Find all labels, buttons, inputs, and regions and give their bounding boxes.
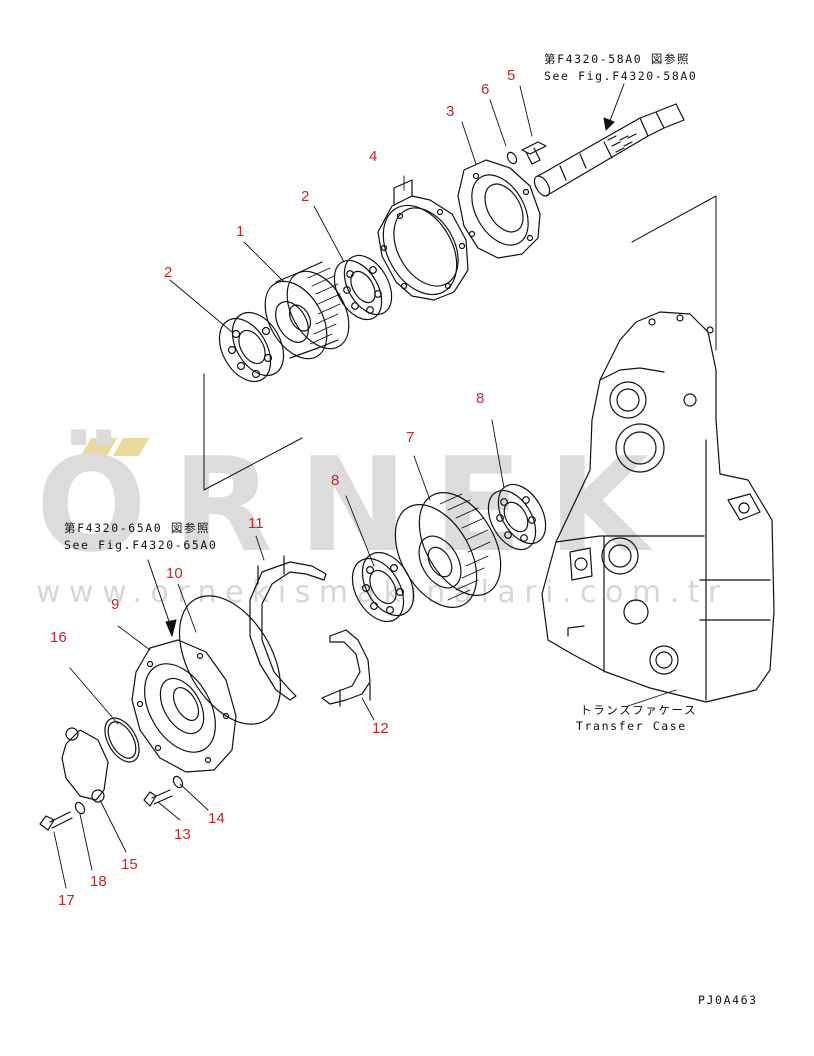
part-8-bearing-upper (487, 483, 547, 551)
reference-arrow-shaft (603, 83, 625, 131)
callout-10: 10 (166, 565, 183, 582)
cover-reference-jp: 第F4320-65A0 図参照 (64, 521, 211, 535)
part-6-washer (506, 151, 518, 165)
callout-8-upper: 8 (476, 390, 485, 407)
callout-2-upper: 2 (301, 188, 310, 205)
part-14-washer (172, 775, 184, 789)
callout-3: 3 (446, 103, 455, 120)
shaft-reference-jp: 第F4320-58A0 図参照 (544, 52, 691, 66)
callout-12: 12 (372, 720, 389, 737)
part-4-retainer (377, 179, 469, 301)
callout-5: 5 (507, 67, 516, 84)
callout-15: 15 (121, 856, 138, 873)
callout-8-lower: 8 (331, 472, 340, 489)
part-16-o-ring (104, 717, 140, 763)
shaft-reference-en: See Fig.F4320-58A0 (544, 69, 698, 83)
part-12-shim (321, 629, 371, 707)
output-shaft (533, 103, 685, 197)
part-8-bearing-lower (351, 551, 415, 623)
watermark-logo: ÖRNEK (36, 429, 675, 581)
assembly-name-jp: トランスファケース (580, 703, 698, 717)
callout-7: 7 (406, 429, 415, 446)
part-2-bearing-left (218, 311, 285, 383)
callout-16: 16 (50, 629, 67, 646)
part-3-cover (457, 159, 541, 259)
part-5-bolt (521, 141, 547, 165)
callout-6: 6 (481, 81, 490, 98)
part-9-end-cover (131, 639, 237, 773)
part-18-washer (74, 801, 86, 815)
watermark-url: www.ornekismakinalari.com.tr (36, 575, 729, 610)
callout-18: 18 (90, 873, 107, 890)
callout-14: 14 (208, 810, 225, 827)
callout-17: 17 (58, 892, 75, 909)
callout-9: 9 (111, 596, 120, 613)
part-2-bearing-upper (333, 254, 393, 321)
part-13-bolt (143, 789, 173, 807)
reference-arrow (147, 559, 177, 637)
cover-reference-en: See Fig.F4320-65A0 (64, 538, 218, 552)
part-1-gear (264, 261, 350, 360)
leader-lines (53, 85, 533, 889)
part-10-o-ring (178, 595, 282, 725)
callout-4: 4 (369, 148, 378, 165)
cover-plate (61, 727, 109, 803)
callout-1: 1 (236, 223, 245, 240)
callout-2-left: 2 (164, 264, 173, 281)
assembly-lines (203, 195, 717, 491)
part-17-bolt (39, 811, 73, 831)
transfer-case-housing (541, 311, 775, 703)
transfer-case-leader (627, 689, 677, 707)
callout-11: 11 (248, 515, 264, 532)
part-7-gear (394, 492, 502, 608)
part-11-shim (249, 555, 327, 701)
callout-13: 13 (174, 826, 191, 843)
assembly-name-en: Transfer Case (576, 719, 687, 733)
drawing-code: PJ0A463 (698, 993, 758, 1007)
